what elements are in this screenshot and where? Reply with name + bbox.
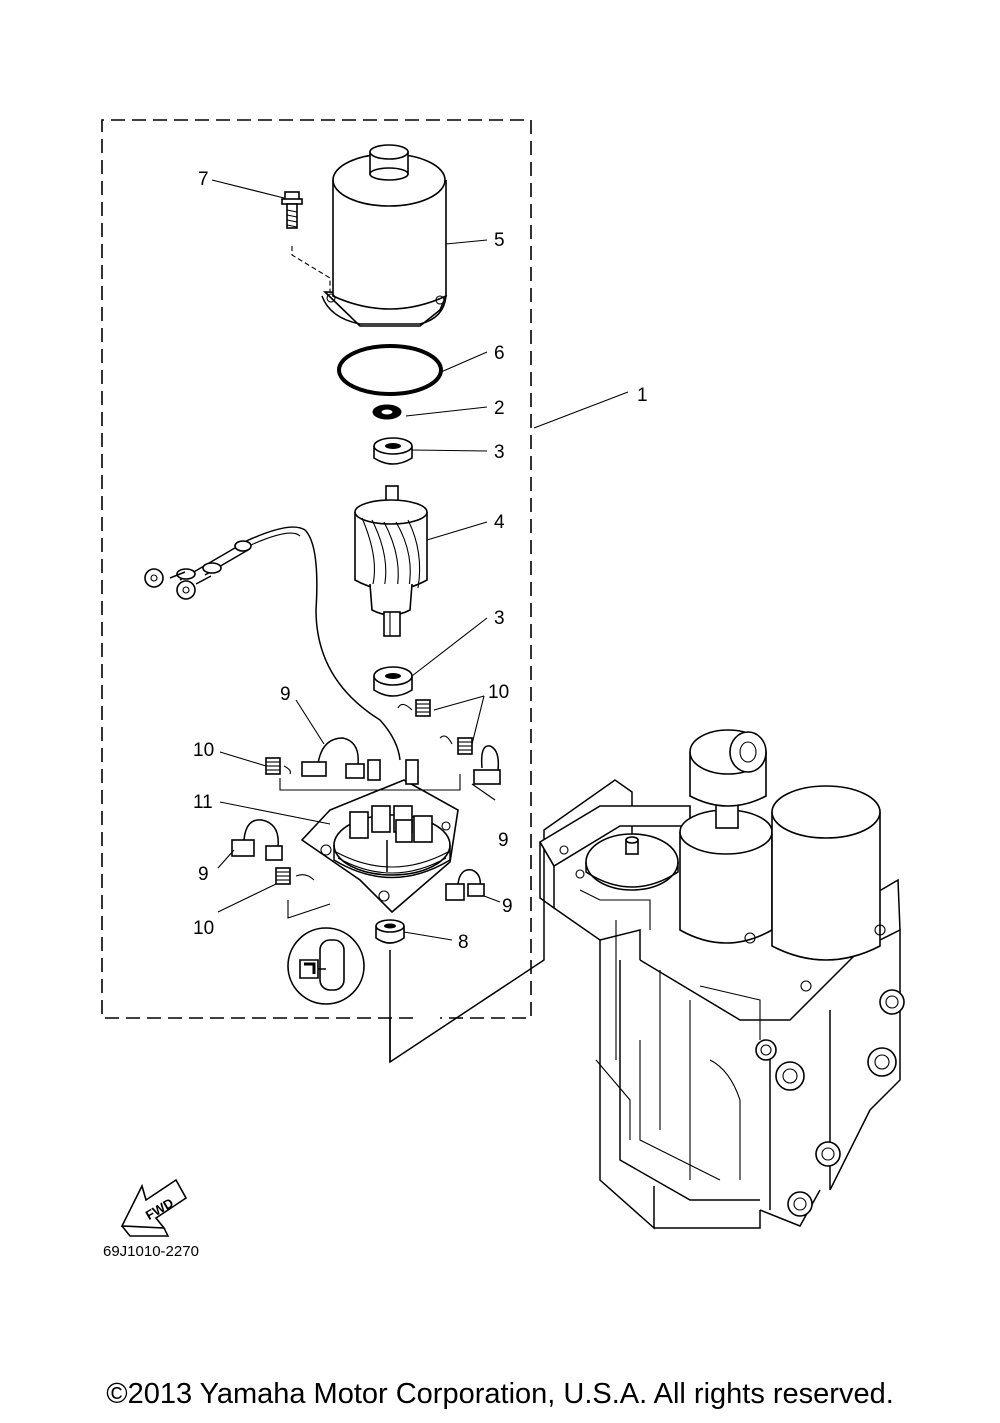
bearing-part-3-upper <box>373 437 413 465</box>
assembly-boundary-dashed <box>101 119 532 1019</box>
lead-wires <box>144 526 401 761</box>
callout-9-top: 9 <box>280 684 291 705</box>
washer-part-2 <box>372 404 402 420</box>
brush-holder-part-11 <box>300 759 459 914</box>
callout-10-left-lower: 10 <box>193 918 214 939</box>
o-ring-part-6 <box>337 344 443 396</box>
bearing-part-3-lower <box>373 666 413 697</box>
brush-part-9-top-left <box>301 737 365 779</box>
callout-9-right-upper: 9 <box>498 830 509 851</box>
trim-tilt-unit <box>538 729 905 1230</box>
fwd-arrow-icon: FWD <box>120 1178 188 1237</box>
callout-leader-lines <box>211 179 629 941</box>
spring-part-10-right <box>439 735 473 755</box>
callout-9-right-lower: 9 <box>502 896 513 917</box>
detail-inset-circle <box>287 927 365 1005</box>
callout-10-left-upper: 10 <box>193 740 214 761</box>
callout-1: 1 <box>637 385 648 406</box>
spring-part-10-left-upper <box>265 757 291 775</box>
brush-part-9-right-upper <box>473 745 501 785</box>
motor-yoke-part-5 <box>321 144 448 327</box>
bolt-part-7 <box>281 191 331 296</box>
callout-10-top: 10 <box>488 682 509 703</box>
callout-3-lower: 3 <box>494 608 505 629</box>
callout-11: 11 <box>193 792 213 813</box>
callout-9-left: 9 <box>198 864 209 885</box>
callout-3-upper: 3 <box>494 442 505 463</box>
spring-part-10-top <box>397 699 431 717</box>
collar-part-8 <box>375 919 405 944</box>
callout-4: 4 <box>494 512 505 533</box>
copyright-notice: ©2013 Yamaha Motor Corporation, U.S.A. A… <box>106 1378 894 1410</box>
callout-2: 2 <box>494 398 505 419</box>
callout-5: 5 <box>494 230 505 251</box>
diagram-code: 69J1010-2270 <box>103 1243 199 1260</box>
brush-part-9-left <box>231 819 283 861</box>
callout-7: 7 <box>198 169 209 190</box>
brush-part-9-right-lower <box>445 869 485 901</box>
callout-8: 8 <box>458 932 469 953</box>
callout-6: 6 <box>494 343 505 364</box>
armature-part-4 <box>354 485 428 637</box>
spring-part-10-left-lower <box>275 867 315 885</box>
